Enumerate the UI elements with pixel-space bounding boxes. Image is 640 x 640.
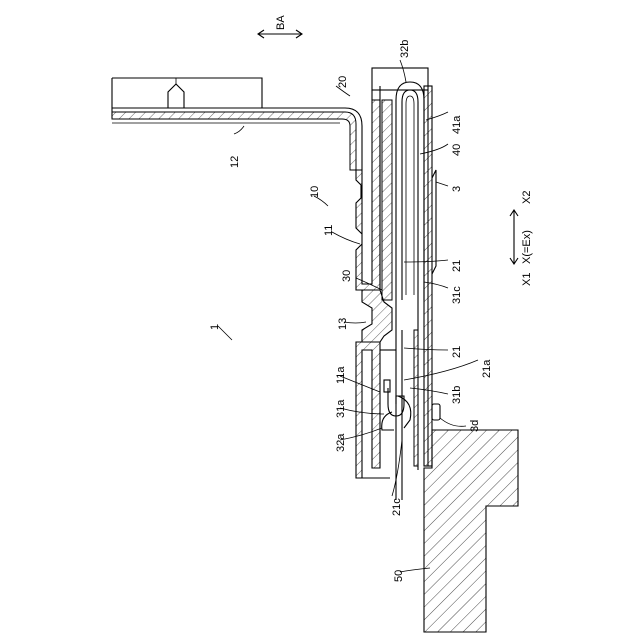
label-x2: X2 [521, 191, 533, 204]
label-12: 12 [229, 156, 241, 168]
label-21a: 21a [481, 359, 493, 378]
plate-30 [382, 100, 392, 300]
base-50 [424, 430, 518, 632]
ba-arrow [258, 30, 302, 38]
housing-11a [356, 342, 396, 478]
label-21-mid: 21 [451, 346, 463, 358]
label-axis: X(=Ex) [521, 230, 533, 264]
label-11: 11 [323, 225, 335, 236]
component-3 [432, 170, 436, 274]
member-11 [356, 86, 380, 290]
label-32a: 32a [335, 433, 347, 452]
label-21c: 21c [391, 498, 403, 516]
screw-3d [432, 404, 440, 420]
axis-x [510, 210, 518, 264]
label-40: 40 [451, 144, 463, 156]
label-32b: 32b [399, 40, 411, 58]
label-ba: BA [275, 15, 287, 30]
label-x1: X1 [521, 273, 533, 286]
label-11a: 11a [335, 366, 347, 384]
label-31c: 31c [451, 286, 463, 304]
label-41a: 41a [451, 115, 463, 134]
label-13: 13 [337, 318, 349, 330]
label-30: 30 [341, 270, 353, 282]
label-1: 1 [209, 324, 221, 330]
label-50: 50 [393, 570, 405, 582]
plate-40 [424, 86, 432, 466]
label-20: 20 [337, 76, 349, 88]
label-31b: 31b [451, 386, 463, 404]
strip-21 [396, 300, 418, 500]
loop-32b [396, 82, 424, 300]
label-10: 10 [309, 186, 321, 198]
label-3d: 3d [469, 420, 481, 432]
label-31a: 31a [335, 399, 347, 418]
label-3: 3 [451, 186, 463, 192]
label-21-top: 21 [451, 260, 463, 272]
